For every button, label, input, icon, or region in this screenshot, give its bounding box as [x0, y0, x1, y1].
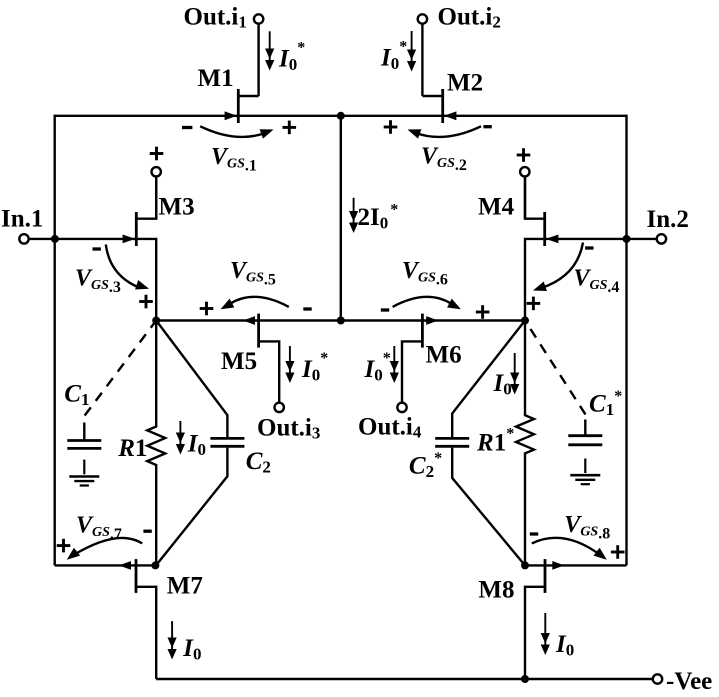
svg-text:VGS.4: VGS.4: [574, 266, 620, 297]
svg-text:Out.i4: Out.i4: [358, 414, 422, 442]
svg-text:M1: M1: [198, 65, 234, 92]
svg-text:In.2: In.2: [647, 206, 689, 233]
svg-text:VGS.7: VGS.7: [76, 513, 122, 544]
svg-text:I0*: I0*: [380, 39, 407, 74]
svg-text:M2: M2: [447, 70, 483, 97]
svg-text:I0*: I0*: [278, 40, 305, 75]
svg-text:VGS.5: VGS.5: [230, 258, 276, 289]
svg-text:VGS.1: VGS.1: [211, 144, 257, 175]
svg-text:I0: I0: [187, 431, 206, 460]
svg-text:M4: M4: [478, 194, 515, 221]
svg-text:M3: M3: [159, 194, 195, 221]
svg-text:VGS.2: VGS.2: [421, 144, 467, 175]
svg-text:VGS.3: VGS.3: [75, 266, 121, 297]
svg-text:R1*: R1*: [476, 426, 514, 457]
svg-text:I0: I0: [493, 370, 512, 399]
svg-text:-Vee: -Vee: [666, 668, 712, 695]
svg-text:R1: R1: [117, 435, 147, 462]
svg-text:M5: M5: [221, 348, 257, 375]
svg-text:C2: C2: [246, 448, 271, 477]
svg-text:I0: I0: [182, 635, 201, 664]
svg-text:C1*: C1*: [589, 388, 622, 419]
svg-text:M6: M6: [426, 342, 462, 369]
svg-text:VGS.6: VGS.6: [402, 258, 448, 289]
svg-text:M7: M7: [167, 573, 203, 600]
svg-text:VGS.8: VGS.8: [564, 512, 610, 543]
svg-text:Out.i2: Out.i2: [438, 4, 501, 32]
svg-text:Out.i1: Out.i1: [184, 4, 247, 32]
svg-text:Out.i3: Out.i3: [257, 415, 320, 443]
svg-text:I0: I0: [555, 631, 574, 660]
svg-text:In.1: In.1: [1, 206, 43, 233]
svg-text:C1: C1: [64, 381, 89, 410]
svg-text:I0*: I0*: [301, 350, 328, 385]
svg-text:C2*: C2*: [409, 450, 442, 481]
svg-text:I0*: I0*: [364, 350, 391, 385]
svg-text:M8: M8: [478, 577, 514, 604]
svg-text:2I0*: 2I0*: [358, 202, 399, 233]
